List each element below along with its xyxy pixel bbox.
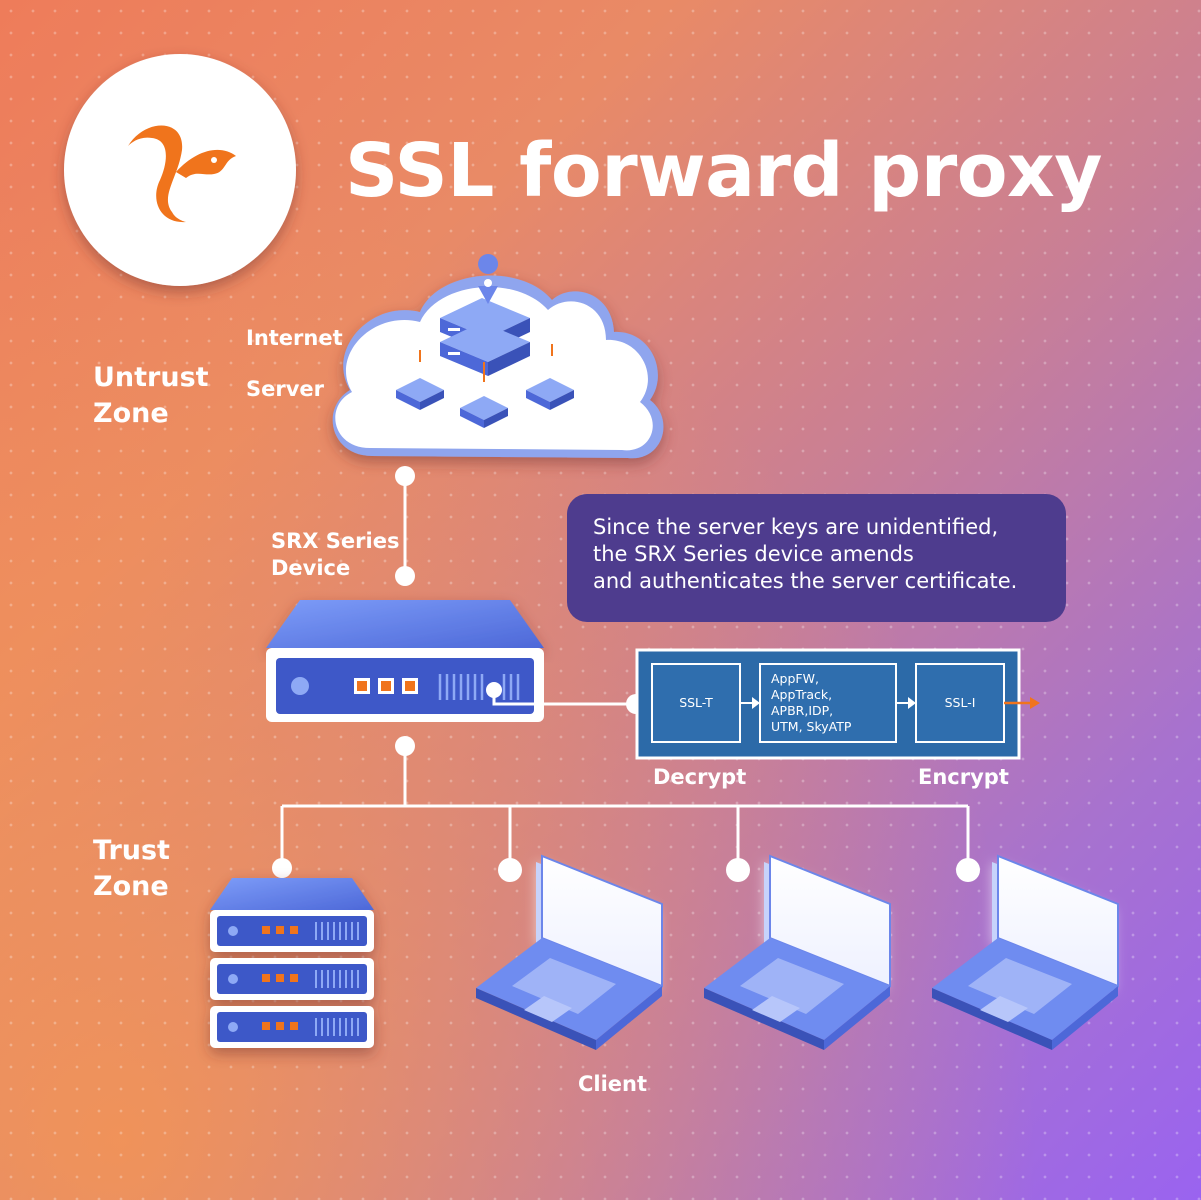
server-label: Server <box>246 377 325 401</box>
ssl-pipeline-frame <box>635 648 1040 760</box>
laptop-icon <box>932 854 1119 1050</box>
internet-server-icon <box>419 254 553 382</box>
trust-zone-connectors <box>280 746 970 870</box>
squirrel-logo-icon <box>128 125 236 223</box>
laptop-icon <box>476 854 663 1050</box>
ssl-i-box: SSL-I <box>944 695 976 710</box>
network-device-icon <box>266 600 544 722</box>
server-stack-icon <box>210 878 374 1048</box>
untrust-zone-label: Untrust Zone <box>93 362 209 429</box>
decrypt-label: Decrypt <box>653 765 747 789</box>
internet-label: Internet <box>246 326 343 350</box>
trust-zone-label: Trust Zone <box>93 835 170 902</box>
srx-device-label: SRX Series Device <box>271 529 400 580</box>
arrow-icon <box>897 697 916 709</box>
arrow-icon <box>741 697 760 709</box>
connector-dots <box>272 736 980 882</box>
client-label: Client <box>578 1072 648 1096</box>
page-title: SSL forward proxy <box>345 128 1103 214</box>
server-rack-ports <box>228 922 359 1036</box>
encrypt-label: Encrypt <box>918 765 1009 789</box>
laptop-icon <box>704 854 891 1050</box>
cloud-node-icon <box>396 378 574 428</box>
services-box: AppFW, AppTrack, APBR,IDP, UTM, SkyATP <box>771 671 852 734</box>
output-arrow-icon <box>1004 697 1040 709</box>
callout-note: Since the server keys are unidentified, … <box>567 494 1066 622</box>
ssl-t-box: SSL-T <box>679 695 713 710</box>
connector-cloud-to-device <box>395 466 415 586</box>
logo-badge <box>64 54 296 286</box>
